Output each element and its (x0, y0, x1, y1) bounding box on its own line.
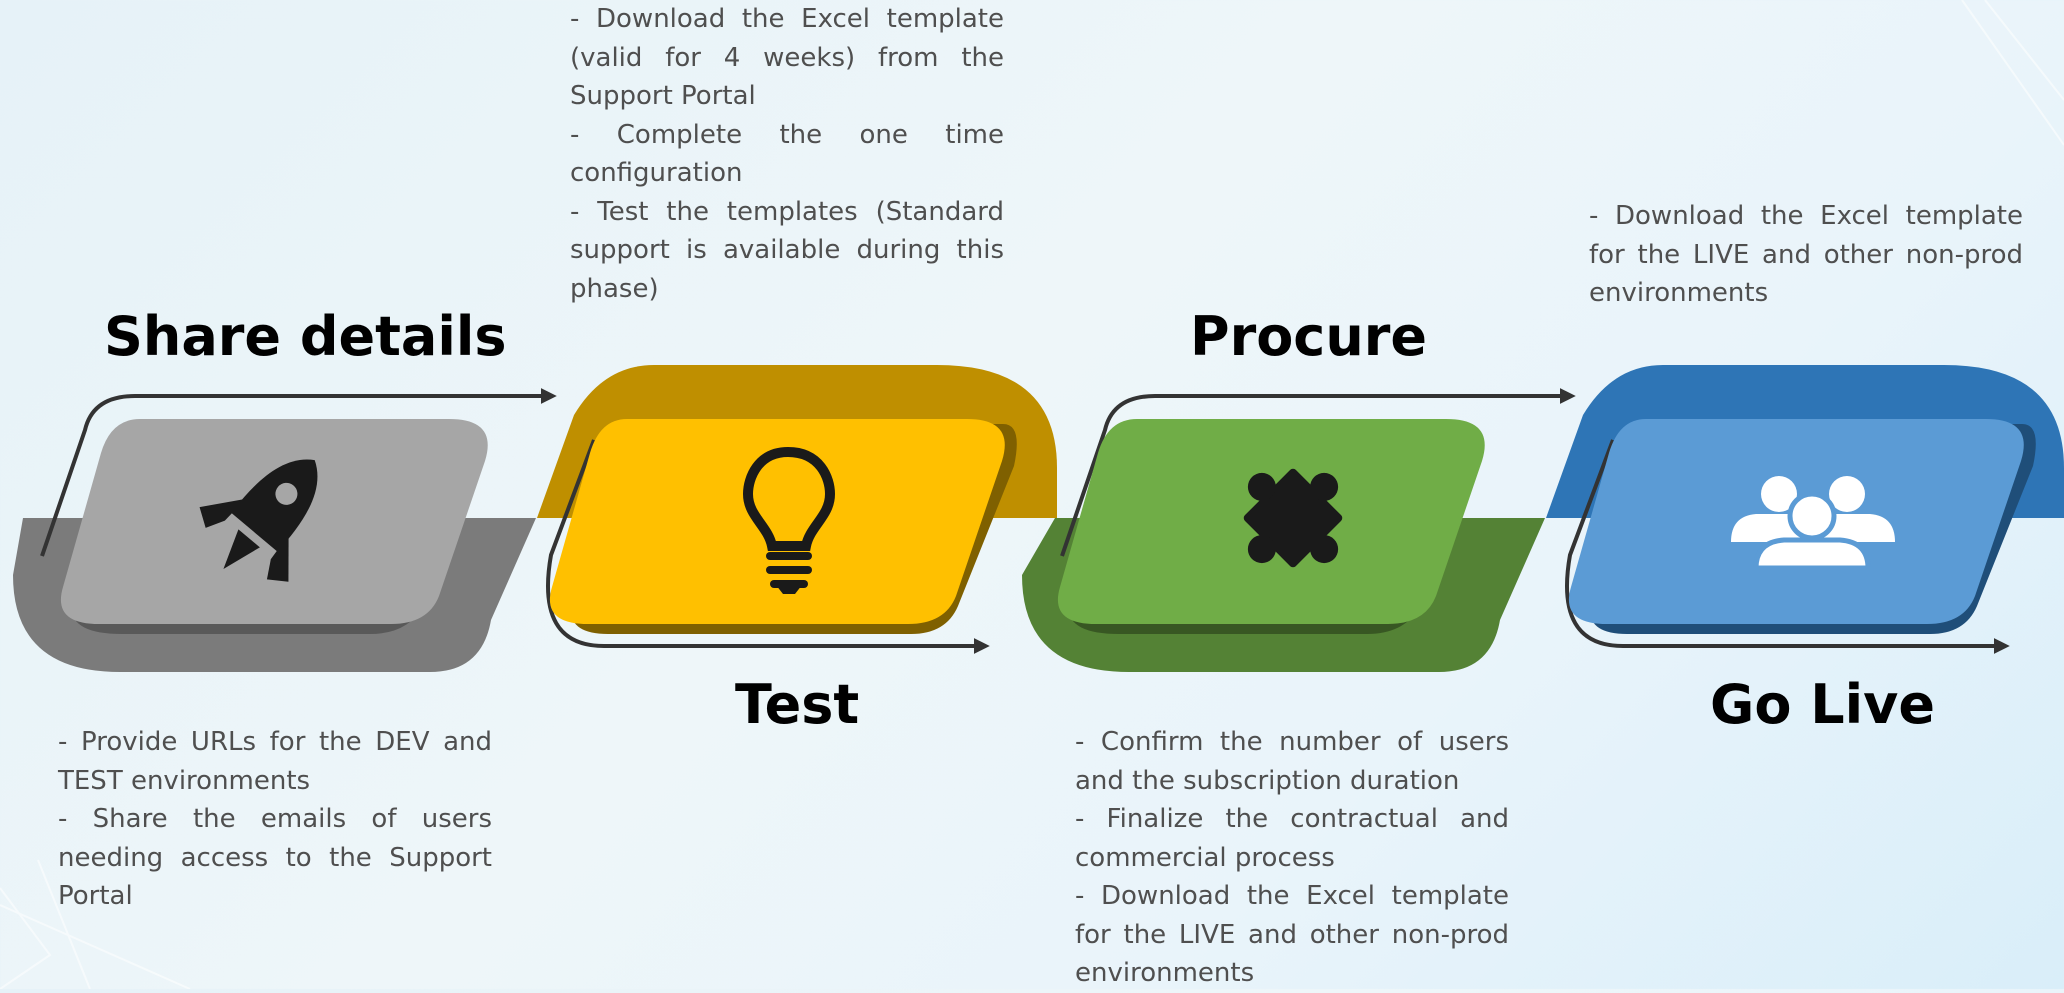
step-card (549, 419, 1005, 624)
step-description-procure: - Confirm the number of users and the su… (1075, 723, 1509, 993)
step-description-go-live: - Download the Excel template for the LI… (1589, 197, 2023, 313)
lightbulb-icon (742, 446, 836, 594)
bullet-item: - Complete the one time configuration (570, 119, 1004, 189)
step-description-test: - Download the Excel template (valid for… (570, 0, 1004, 308)
step-share-details (13, 388, 557, 672)
bullet-item: - Test the templates (Standard support i… (570, 196, 1004, 304)
step-title-go-live: Go Live (1710, 673, 1935, 736)
bullet-item: - Download the Excel template (valid for… (570, 4, 1004, 111)
step-title-procure: Procure (1190, 305, 1428, 368)
users-group-icon (1731, 476, 1895, 571)
connector-arrow (1565, 439, 2010, 654)
bullet-item: - Download the Excel template for the LI… (1589, 201, 2023, 308)
bullet-item: - Share the emails of users needing acce… (58, 804, 492, 911)
step-test (537, 365, 1057, 654)
bullet-item: - Finalize the contractual and commercia… (1075, 804, 1509, 873)
bullet-item: - Download the Excel template for the LI… (1075, 881, 1509, 988)
connector-arrow (40, 388, 557, 557)
step-go-live (1546, 365, 2064, 654)
step-procure (1022, 388, 1576, 672)
step-description-share-details: - Provide URLs for the DEV and TEST envi… (58, 723, 492, 916)
connector-arrow (1060, 388, 1576, 557)
bullet-item: - Confirm the number of users and the su… (1075, 727, 1509, 796)
step-title-test: Test (735, 673, 860, 736)
bullet-item: - Provide URLs for the DEV and TEST envi… (58, 727, 492, 796)
step-title-share-details: Share details (104, 305, 507, 368)
rocket-icon (199, 459, 318, 582)
connector-arrow (546, 439, 990, 654)
puzzle-piece-icon (1243, 468, 1343, 568)
